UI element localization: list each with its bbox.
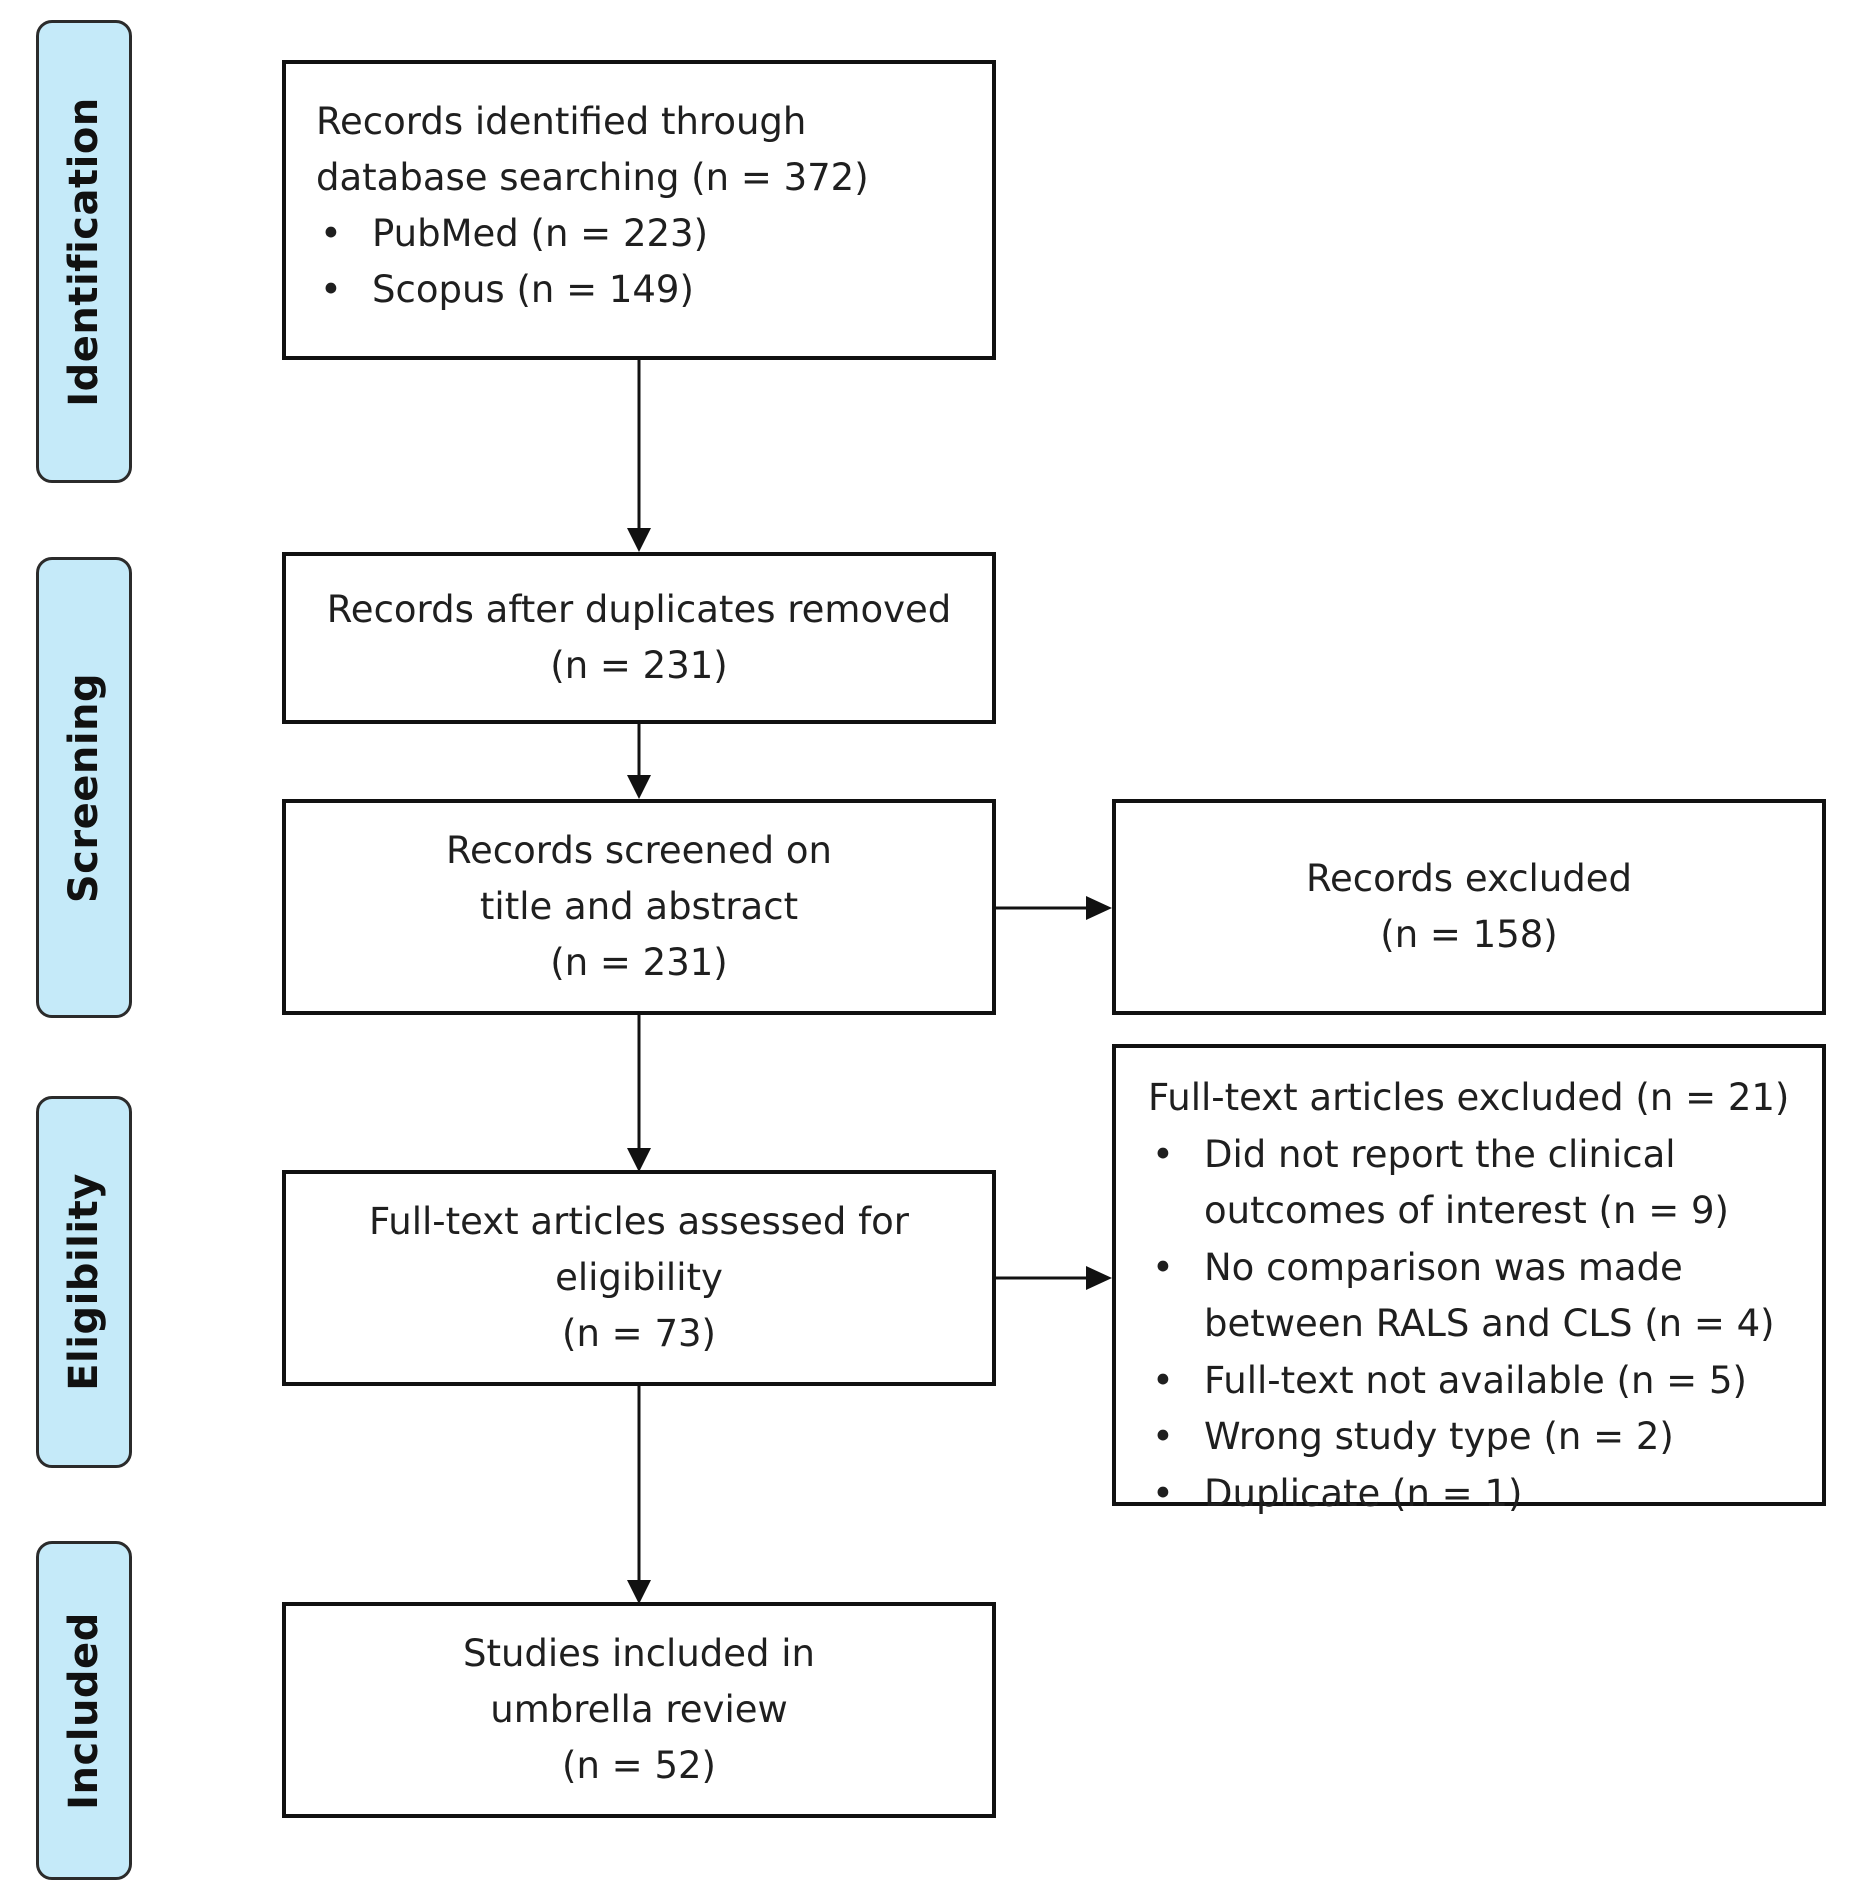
records-screened-line-1: Records screened on <box>446 829 832 872</box>
bullet-icon: • <box>1152 1415 1174 1458</box>
records-identified-line-2: database searching (n = 372) <box>316 156 869 199</box>
database-list: • PubMed (n = 223) • Scopus (n = 149) <box>316 206 992 318</box>
arrowhead-included <box>627 1580 651 1604</box>
list-item: • Full-text not available (n = 5) <box>1148 1353 1822 1410</box>
studies-included-line-2: umbrella review <box>490 1688 788 1731</box>
duplicates-removed-line-1: Records after duplicates removed <box>326 588 952 631</box>
database-pubmed: PubMed (n = 223) <box>372 212 708 255</box>
arrowhead-full-text <box>627 1148 651 1172</box>
arrowhead-screened <box>627 775 651 799</box>
records-excluded-box: Records excluded (n = 158) <box>1112 799 1826 1015</box>
records-screened-box: Records screened on title and abstract (… <box>282 799 996 1015</box>
duplicates-removed-line-2: (n = 231) <box>550 644 728 687</box>
bullet-icon: • <box>320 212 342 255</box>
full-text-excluded-box: Full-text articles excluded (n = 21) • D… <box>1112 1044 1826 1515</box>
exclusion-reason-3: Full-text not available (n = 5) <box>1204 1358 1747 1402</box>
exclusion-reason-1-line-2: outcomes of interest (n = 9) <box>1204 1189 1729 1232</box>
studies-included-line-3: (n = 52) <box>562 1744 716 1787</box>
bullet-icon: • <box>1152 1132 1174 1176</box>
phase-screening: Screening <box>36 557 132 1018</box>
exclusion-reason-4: Wrong study type (n = 2) <box>1204 1415 1674 1458</box>
exclusion-reason-2-line-1: No comparison was made <box>1204 1245 1683 1289</box>
exclusion-reason-5: Duplicate (n = 1) <box>1204 1471 1523 1515</box>
exclusion-reason-2-line-2: between RALS and CLS (n = 4) <box>1204 1302 1775 1345</box>
list-item: • Wrong study type (n = 2) <box>1148 1409 1822 1466</box>
database-scopus: Scopus (n = 149) <box>372 268 694 311</box>
duplicates-removed-box: Records after duplicates removed (n = 23… <box>282 552 996 724</box>
records-excluded-line-2: (n = 158) <box>1380 913 1558 956</box>
studies-included-box: Studies included in umbrella review (n =… <box>282 1602 996 1818</box>
full-text-assessed-line-3: (n = 73) <box>562 1312 716 1355</box>
records-screened-line-2: title and abstract <box>479 885 799 928</box>
phase-eligibility: Eligibility <box>36 1096 132 1468</box>
bullet-icon: • <box>1152 1358 1174 1402</box>
studies-included-line-1: Studies included in <box>462 1632 816 1675</box>
list-item: • Duplicate (n = 1) <box>1148 1466 1822 1523</box>
full-text-excluded-title: Full-text articles excluded (n = 21) <box>1148 1076 1790 1119</box>
phase-included: Included <box>36 1541 132 1880</box>
full-text-assessed-line-1: Full-text articles assessed for <box>369 1200 909 1243</box>
list-item: • Scopus (n = 149) <box>316 262 992 318</box>
full-text-assessed-box: Full-text articles assessed for eligibil… <box>282 1170 996 1386</box>
list-item: • Did not report the clinical outcomes o… <box>1148 1127 1822 1240</box>
list-item: • No comparison was made between RALS an… <box>1148 1240 1822 1353</box>
arrowhead-full-text-excluded <box>1086 1266 1112 1290</box>
arrowhead-excluded <box>1086 896 1112 920</box>
exclusion-reasons-list: • Did not report the clinical outcomes o… <box>1148 1127 1822 1523</box>
records-screened-line-3: (n = 231) <box>550 941 728 984</box>
records-excluded-line-1: Records excluded <box>1305 857 1633 900</box>
phase-identification: Identification <box>36 20 132 483</box>
bullet-icon: • <box>1152 1471 1174 1515</box>
arrowhead-duplicates <box>627 528 651 552</box>
bullet-icon: • <box>1152 1245 1174 1289</box>
full-text-assessed-line-2: eligibility <box>555 1256 723 1299</box>
records-identified-box: Records identified through database sear… <box>282 60 996 360</box>
records-identified-line-1: Records identified through <box>316 100 807 143</box>
list-item: • PubMed (n = 223) <box>316 206 992 262</box>
exclusion-reason-1-line-1: Did not report the clinical <box>1204 1132 1676 1176</box>
bullet-icon: • <box>320 268 342 311</box>
